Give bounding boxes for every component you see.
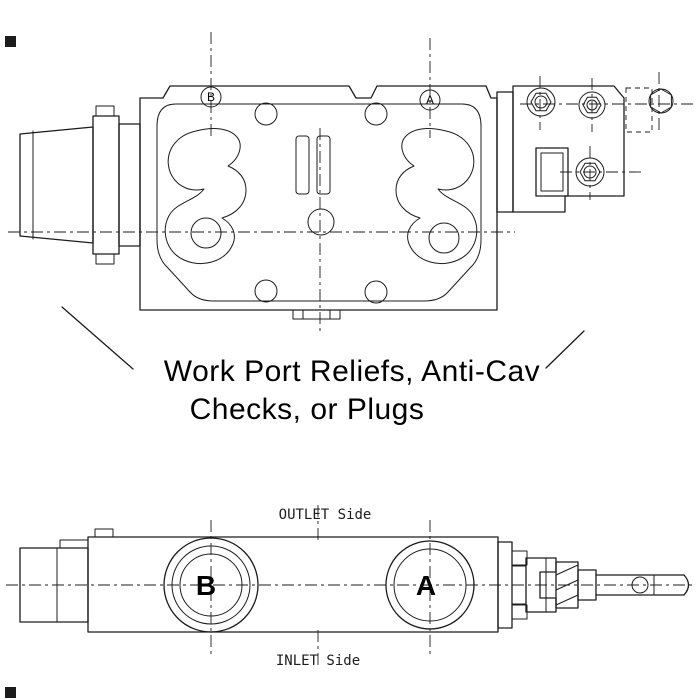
port-a-label-bottom: A <box>416 570 436 601</box>
contour-right <box>395 128 478 264</box>
port-b-label-bottom: B <box>196 570 216 601</box>
port-a-tag-top: A <box>419 89 441 111</box>
handle-linkage-right <box>497 541 690 629</box>
leader-line-left <box>61 306 134 370</box>
centerlines-bottom-view <box>6 505 696 668</box>
left-cylinder-bottom <box>19 539 89 623</box>
contour-left <box>164 128 247 264</box>
top-view: B A <box>8 32 695 335</box>
bottom-view: OUTLET Side B A <box>6 505 696 669</box>
mounting-plate <box>156 102 482 304</box>
corner-mark-bottom-left <box>5 687 16 698</box>
callout: Work Port Reliefs, Anti-Cav Checks, or P… <box>61 306 585 426</box>
outlet-side-label: OUTLET Side <box>279 507 372 523</box>
port-b-label-top: B <box>207 90 215 104</box>
relief-assembly-right <box>496 85 674 213</box>
left-spool-cap <box>19 105 141 265</box>
centerlines-top-view <box>8 32 695 335</box>
callout-line2: Checks, or Plugs <box>190 393 425 426</box>
hex-bolt-far-right <box>648 88 674 114</box>
valve-body-outline <box>139 85 498 320</box>
callout-line1: Work Port Reliefs, Anti-Cav <box>164 355 540 388</box>
inlet-side-label: INLET Side <box>276 653 360 669</box>
valve-body-bottom <box>87 528 499 633</box>
port-a-boss: A <box>385 540 475 630</box>
corner-mark-top-left <box>5 36 16 47</box>
port-b-boss: B <box>163 537 259 633</box>
port-a-label-top: A <box>426 93 434 107</box>
leader-line-right <box>545 330 585 369</box>
port-b-tag-top: B <box>200 86 222 108</box>
